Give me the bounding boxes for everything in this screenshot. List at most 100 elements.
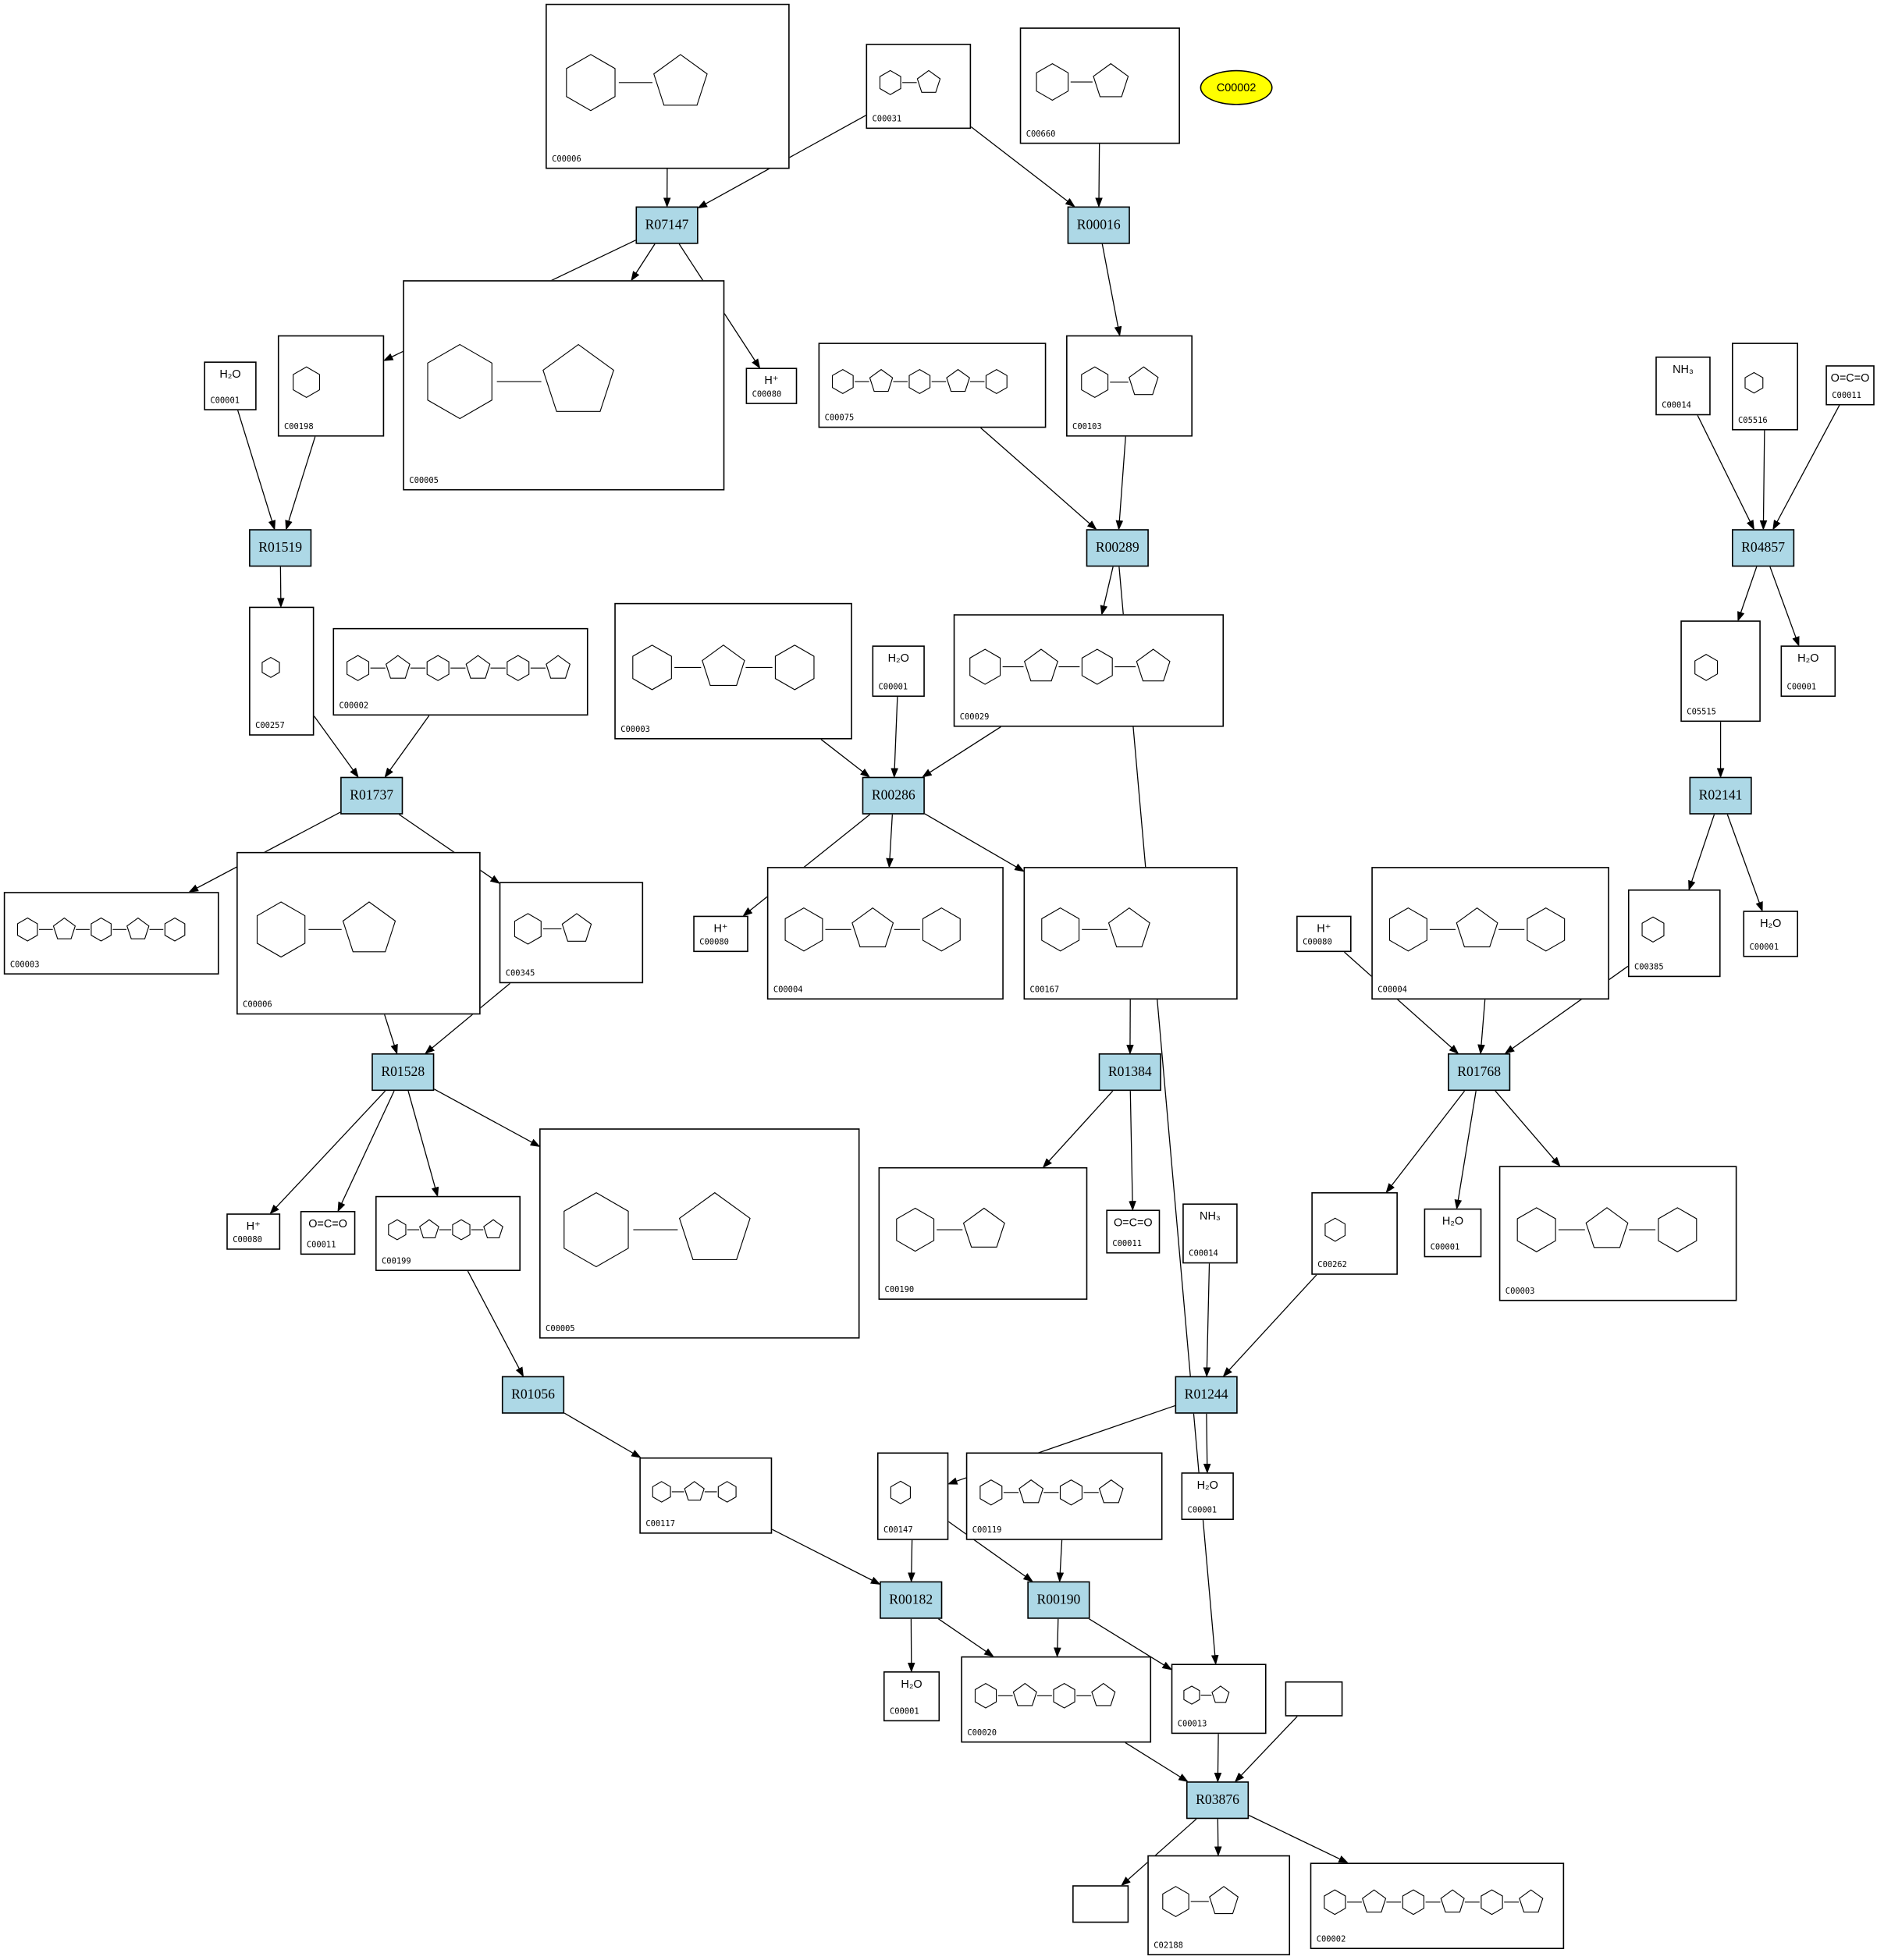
compound-node-c00167[interactable]: C00167 [1023,867,1238,1000]
compound-node-c00080[interactable]: H⁺C00080 [226,1213,281,1250]
edge-c14b-to-R01244 [1203,1263,1211,1378]
edge-c80c-to-R01768 [1343,951,1459,1055]
reaction-node-r03876[interactable]: R03876 [1186,1781,1250,1820]
reaction-node-r01528[interactable]: R01528 [371,1053,435,1092]
compound-formula: H₂O [1797,652,1819,665]
compound-node-c00198[interactable]: C00198 [277,335,385,437]
reaction-label: R07147 [645,217,689,233]
compound-node-c00117[interactable]: C00117 [639,1457,773,1534]
compound-node-c00385[interactable]: C00385 [1627,889,1721,978]
reaction-node-r00190[interactable]: R00190 [1027,1581,1090,1619]
compound-node-c00119[interactable]: C00119 [965,1452,1163,1540]
compound-formula: H₂O [887,652,909,665]
compound-node-c00262[interactable]: C00262 [1311,1191,1398,1275]
reaction-node-r00016[interactable]: R00016 [1067,206,1130,244]
reaction-node-r01056[interactable]: R01056 [501,1376,565,1414]
reaction-node-r00286[interactable]: R00286 [862,776,925,815]
compound-node-c00199[interactable]: C00199 [375,1195,521,1271]
compound-node-c00190[interactable]: C00190 [878,1166,1088,1300]
structure-drawing-icon [1041,907,1150,952]
reaction-node-r02141[interactable]: R02141 [1689,776,1752,815]
compound-id: C00011 [1112,1238,1143,1249]
edge-R01384-to-c190 [1042,1090,1114,1169]
compound-node-c05515[interactable]: C05515 [1680,620,1761,723]
edge-R00289-to-c29 [1100,566,1114,616]
reaction-node-r00289[interactable]: R00289 [1086,529,1149,567]
compound-formula: NH₃ [1673,362,1694,375]
compound-node-c00080[interactable]: H⁺C00080 [693,915,748,953]
reaction-node-r01768[interactable]: R01768 [1448,1053,1511,1092]
reaction-node-r04857[interactable]: R04857 [1732,529,1795,567]
structure-drawing-icon [1324,1217,1346,1242]
edge-R00286-to-c80b [742,814,871,917]
reaction-label: R01737 [350,788,394,804]
compound-node-c00013[interactable]: C00013 [1171,1664,1267,1735]
compound-node-c00257[interactable]: C00257 [249,606,315,736]
structure-drawing-icon [831,368,1008,395]
compound-node-c00075[interactable]: C00075 [818,343,1047,428]
compound-node-c00011[interactable]: O=C=O C00011 [1106,1209,1161,1254]
compound-node-c00005[interactable]: C00005 [539,1128,860,1339]
compound-node-c00660[interactable]: C00660 [1019,27,1180,144]
edge-c257-to-R01737 [313,715,359,778]
compound-node-c00002[interactable]: C00002 [1310,1862,1565,1949]
reaction-label: R02141 [1698,788,1743,804]
compound-node-c00004[interactable]: C00004 [766,867,1004,1000]
reaction-node-r01384[interactable]: R01384 [1098,1053,1161,1092]
compound-node-c00147[interactable]: C00147 [876,1452,949,1540]
compound-node-c00345[interactable]: C00345 [499,882,644,984]
compound-id: C00198 [283,421,314,432]
edge-c6b-to-R01528 [384,1014,398,1055]
structure-drawing-icon [974,1682,1116,1709]
reaction-label: R00182 [889,1592,933,1608]
compound-id: C00001 [878,681,908,692]
compound-node-c00080[interactable]: H⁺C00080 [745,368,798,404]
compound-node-c00003[interactable]: C00003 [614,602,852,740]
compound-id: C00080 [1303,936,1332,947]
reaction-node-r00182[interactable]: R00182 [880,1581,943,1619]
compound-id: C00001 [1749,942,1779,953]
compound-id: C00006 [243,1000,272,1010]
structure-drawing-icon [293,366,321,399]
structure-drawing-icon [1081,366,1159,399]
compound-id: C00014 [1189,1248,1218,1259]
edge-c14a-to-R04857 [1697,415,1754,531]
compound-node-c00003[interactable]: C00003 [3,892,219,975]
compound-node-c02188[interactable]: C02188 [1147,1855,1291,1956]
compound-node-c05516[interactable]: C05516 [1732,343,1798,431]
compound-node-c00020[interactable]: C00020 [961,1656,1152,1743]
compound-node-c00103[interactable]: C00103 [1066,335,1193,437]
compound-node-c00003[interactable]: C00003 [1498,1166,1737,1301]
compound-node-c00005[interactable]: C00005 [403,280,725,491]
reaction-node-r07147[interactable]: R07147 [635,206,699,244]
compound-formula: H₂O [1196,1479,1218,1492]
reaction-node-r01244[interactable]: R01244 [1175,1376,1238,1414]
compound-node-c00001[interactable]: H₂O C00001 [872,645,925,698]
highlighted-compound-c00002[interactable]: C00002 [1200,69,1273,105]
compound-node-c00080[interactable]: H⁺C00080 [1296,915,1352,953]
compound-node-c00002[interactable]: C00002 [332,627,588,716]
compound-id: C00011 [306,1239,336,1250]
compound-formula: O=C=O [1113,1216,1153,1229]
reaction-node-r01737[interactable]: R01737 [340,776,403,815]
compound-node-c00006[interactable]: C00006 [236,851,481,1015]
empty-compound-node[interactable] [1285,1681,1343,1717]
empty-compound-node[interactable] [1072,1885,1129,1923]
compound-node-c00031[interactable]: C00031 [866,44,972,130]
compound-node-c00004[interactable]: C00004 [1371,867,1609,1000]
compound-node-c00029[interactable]: C00029 [953,614,1225,727]
edge-c198-to-R01519 [285,436,316,531]
reaction-node-r01519[interactable]: R01519 [249,529,312,567]
compound-node-c00006[interactable]: C00006 [546,3,790,169]
edge-c147-to-R00190 [947,1521,1033,1582]
